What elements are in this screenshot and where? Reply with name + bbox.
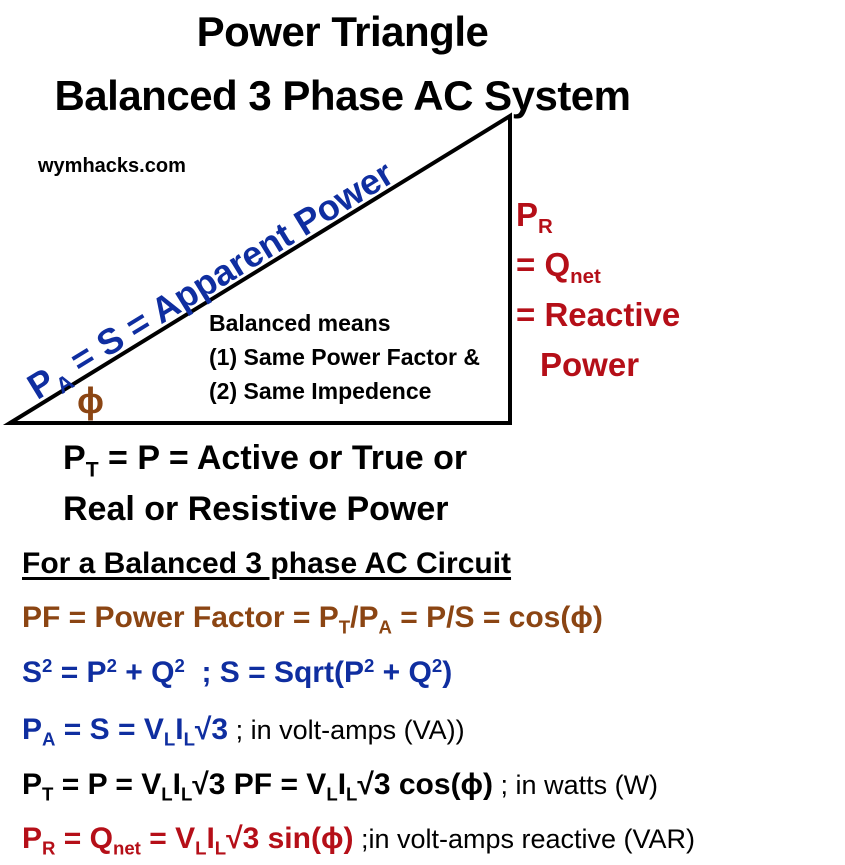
pt-line-1: PT = P = Active or True or	[63, 433, 467, 484]
pt-sub: T	[85, 458, 99, 482]
equation-power-factor: PF = Power Factor = PT/PA = P/S = cos(ϕ)	[22, 601, 603, 638]
equation-apparent-power: PA = S = VLIL√3 ; in volt-amps (VA))	[22, 713, 465, 750]
note-line-1: Balanced means	[209, 310, 391, 336]
eq-sup: 2	[174, 654, 185, 676]
eq-text: )	[442, 656, 453, 689]
eq-text: S	[22, 656, 43, 689]
pt-rest: = P = Active or True or	[98, 439, 468, 477]
eq-sub: L	[346, 783, 358, 805]
eq-sub: net	[112, 837, 141, 859]
note-line-2: (1) Same Power Factor &	[209, 344, 480, 370]
eq-text: = V	[140, 822, 196, 855]
eq-sub: A	[42, 728, 56, 750]
phi-angle-symbol: ϕ	[77, 380, 104, 421]
equation-s-squared: S2 = P2 + Q2 ; S = Sqrt(P2 + Q2)	[22, 656, 452, 690]
eq-sub: L	[163, 728, 176, 750]
eq-sub: R	[42, 837, 56, 859]
pr-line-3: = Reactive	[516, 296, 681, 333]
title-line-1: Power Triangle	[196, 8, 489, 55]
eq-sub: T	[338, 616, 351, 638]
eq-text: = P	[52, 656, 107, 689]
eq-text: = S = V	[55, 713, 164, 746]
eq-text: √3 sin(ϕ)	[226, 822, 354, 855]
eq-text: = P/S = cos(ϕ)	[391, 601, 603, 634]
pr-q-sub: net	[570, 265, 601, 289]
eq-text: √3 PF = V	[192, 768, 327, 801]
eq-text: √3 cos(ϕ)	[357, 768, 494, 801]
eq-sub: L	[180, 783, 193, 805]
eq-sub: L	[326, 783, 338, 805]
eq-text: P	[22, 768, 43, 801]
active-power-label: PT = P = Active or True or Real or Resis…	[63, 433, 467, 535]
eq-sup: 2	[42, 654, 53, 676]
eq-text: + Q	[374, 656, 432, 689]
eq-sup: 2	[431, 654, 443, 676]
eq-sub: L	[183, 728, 195, 750]
pr-sub: R	[538, 215, 553, 239]
eq-text: + Q	[116, 656, 175, 689]
equation-active-power: PT = P = VLIL√3 PF = VLIL√3 cos(ϕ) ; in …	[22, 768, 659, 805]
triangle-shape	[2, 112, 512, 425]
eq-text: P	[22, 822, 43, 855]
eq-sub: L	[161, 783, 173, 805]
eq-sub: T	[42, 783, 54, 805]
pt-p: P	[63, 439, 86, 477]
eq-text: I	[175, 713, 184, 746]
eq-sub: L	[214, 837, 227, 859]
eq-sub: L	[195, 837, 207, 859]
eq-text: ; S = Sqrt(P	[184, 656, 364, 689]
eq-text: PF = Power Factor = P	[22, 601, 339, 634]
eq-sup: 2	[106, 654, 117, 676]
pr-line-2: = Qnet	[516, 240, 680, 290]
note-line-3: (2) Same Impedence	[209, 378, 432, 404]
section-title: For a Balanced 3 phase AC Circuit	[22, 547, 512, 580]
eq-text: √3	[194, 713, 229, 746]
pr-q: = Q	[516, 246, 571, 283]
eq-text: /P	[350, 601, 379, 634]
title-line-2: Balanced 3 Phase AC System	[54, 72, 631, 119]
equation-reactive-power: PR = Qnet = VLIL√3 sin(ϕ) ;in volt-amps …	[22, 822, 696, 859]
eq-sup: 2	[363, 654, 375, 676]
pt-line-2: Real or Resistive Power	[63, 490, 449, 528]
eq-sub: A	[378, 616, 392, 638]
eq-unit: ;in volt-amps reactive (VAR)	[353, 824, 696, 854]
eq-unit: ; in volt-amps (VA))	[228, 715, 465, 745]
eq-text: I	[206, 822, 215, 855]
reactive-power-label: PR = Qnet = Reactive Power	[516, 190, 680, 390]
pr-line-1: PR	[516, 190, 680, 240]
eq-text: = P = V	[53, 768, 162, 801]
pr-p: P	[516, 196, 539, 233]
eq-unit: ; in watts (W)	[493, 770, 659, 800]
watermark: wymhacks.com	[38, 155, 186, 177]
pr-line-4: Power	[540, 346, 640, 383]
balanced-note: Balanced means (1) Same Power Factor & (…	[209, 306, 480, 408]
eq-text: = Q	[55, 822, 113, 855]
eq-text: P	[22, 713, 43, 746]
eq-text: I	[337, 768, 347, 801]
eq-text: I	[172, 768, 181, 801]
